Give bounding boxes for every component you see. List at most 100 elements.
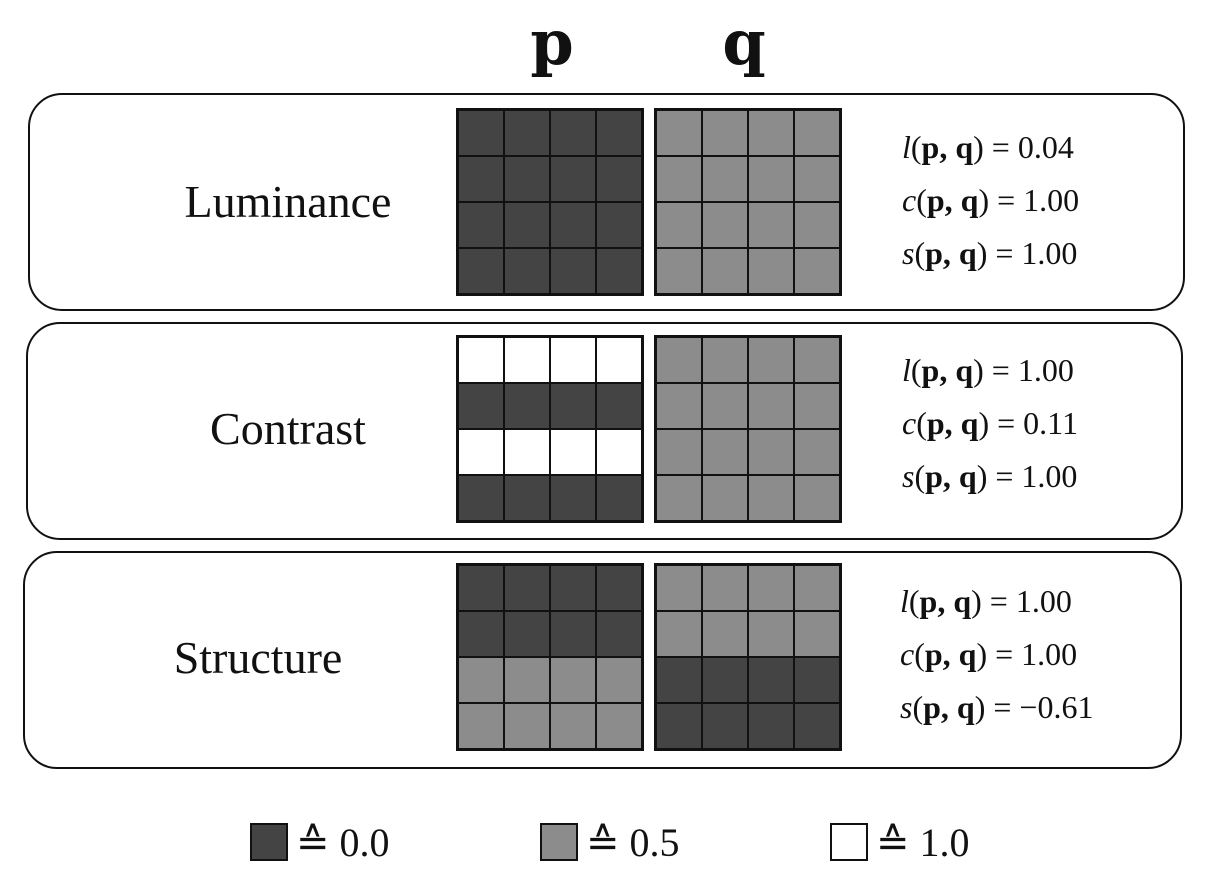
grid-cell [458, 565, 504, 611]
grid-cell [504, 611, 550, 657]
grid-cell [656, 657, 702, 703]
grid-cell [596, 429, 642, 475]
grid-cell [702, 156, 748, 202]
metric-args: p, q [921, 129, 974, 165]
grid-cell [550, 202, 596, 248]
p-grid [456, 335, 644, 523]
panel-label: Contrast [210, 403, 366, 454]
grid-cell [656, 337, 702, 383]
panel-label: Luminance [184, 176, 392, 227]
column-header-q: q [722, 6, 766, 79]
panel-label: Structure [173, 632, 343, 683]
metric-function: c [902, 182, 917, 218]
p-grid [456, 563, 644, 751]
grid-cell [748, 565, 794, 611]
metric-row: c(p, q) = 1.00 [900, 636, 1078, 672]
grid-cell [748, 703, 794, 749]
grid-cell [748, 156, 794, 202]
metric-value: 0.11 [1023, 405, 1078, 441]
grid-cell [794, 156, 840, 202]
legend-swatch [250, 823, 288, 861]
metric-value: −0.61 [1019, 689, 1094, 725]
grid-cell [794, 202, 840, 248]
grid-cell [656, 565, 702, 611]
grid-cell [458, 156, 504, 202]
legend-label: ≙ 0.0 [296, 819, 390, 865]
grid-cell [550, 475, 596, 521]
metric-function: s [900, 689, 913, 725]
grid-cell [458, 383, 504, 429]
metric-args: p, q [925, 235, 977, 271]
grid-cell [748, 383, 794, 429]
grid-cell [504, 475, 550, 521]
grid-cell [596, 110, 642, 156]
grid-cell [458, 657, 504, 703]
grid-cell [656, 248, 702, 294]
grid-cell [702, 337, 748, 383]
grid-cell [550, 565, 596, 611]
legend-label: ≙ 1.0 [876, 819, 970, 865]
metric-function: c [900, 636, 915, 672]
grid-cell [504, 429, 550, 475]
metric-function: l [902, 129, 911, 165]
grid-cell [458, 337, 504, 383]
metric-args: p, q [923, 689, 975, 725]
grid-cell [794, 429, 840, 475]
grid-cell [748, 202, 794, 248]
grid-cell [550, 611, 596, 657]
legend-swatch [540, 823, 578, 861]
grid-cell [458, 110, 504, 156]
grid-cell [504, 383, 550, 429]
grid-cell [550, 248, 596, 294]
grid-cell [656, 611, 702, 657]
metric-value: 0.04 [1017, 129, 1074, 165]
metric-row: l(p, q) = 1.00 [902, 352, 1074, 388]
metric-function: l [902, 352, 911, 388]
legend-item-1: ≙ 0.5 [540, 820, 680, 865]
grid-cell [550, 657, 596, 703]
grid-cell [794, 337, 840, 383]
grid-cell [550, 110, 596, 156]
grid-cell [748, 657, 794, 703]
grid-cell [504, 565, 550, 611]
grid-cell [596, 657, 642, 703]
metric-function: l [900, 583, 909, 619]
grid-cell [504, 248, 550, 294]
grid-cell [748, 248, 794, 294]
metric-args: p, q [921, 352, 974, 388]
metric-value: 1.00 [1017, 352, 1074, 388]
metric-args: p, q [924, 636, 977, 672]
metric-function: s [902, 458, 915, 494]
legend-item-2: ≙ 1.0 [830, 819, 970, 865]
grid-cell [596, 337, 642, 383]
grid-cell [596, 202, 642, 248]
grid-cell [702, 657, 748, 703]
grid-cell [794, 611, 840, 657]
grid-cell [794, 383, 840, 429]
grid-cell [504, 202, 550, 248]
grid-cell [656, 202, 702, 248]
grid-cell [656, 110, 702, 156]
metric-args: p, q [926, 182, 979, 218]
grid-cell [504, 110, 550, 156]
grid-cell [794, 657, 840, 703]
metric-value: 1.00 [1021, 235, 1078, 271]
grid-cell [794, 565, 840, 611]
grid-cell [702, 110, 748, 156]
grid-cell [550, 429, 596, 475]
grid-cell [458, 429, 504, 475]
grid-cell [504, 657, 550, 703]
grid-cell [702, 202, 748, 248]
metric-args: p, q [919, 583, 972, 619]
metric-value: 1.00 [1015, 583, 1072, 619]
grid-cell [550, 383, 596, 429]
metric-value: 1.00 [1021, 458, 1078, 494]
q-grid [654, 563, 842, 751]
metric-value: 1.00 [1023, 182, 1080, 218]
grid-cell [504, 337, 550, 383]
legend-item-0: ≙ 0.0 [250, 819, 390, 865]
metric-row: s(p, q) = 1.00 [902, 235, 1078, 271]
